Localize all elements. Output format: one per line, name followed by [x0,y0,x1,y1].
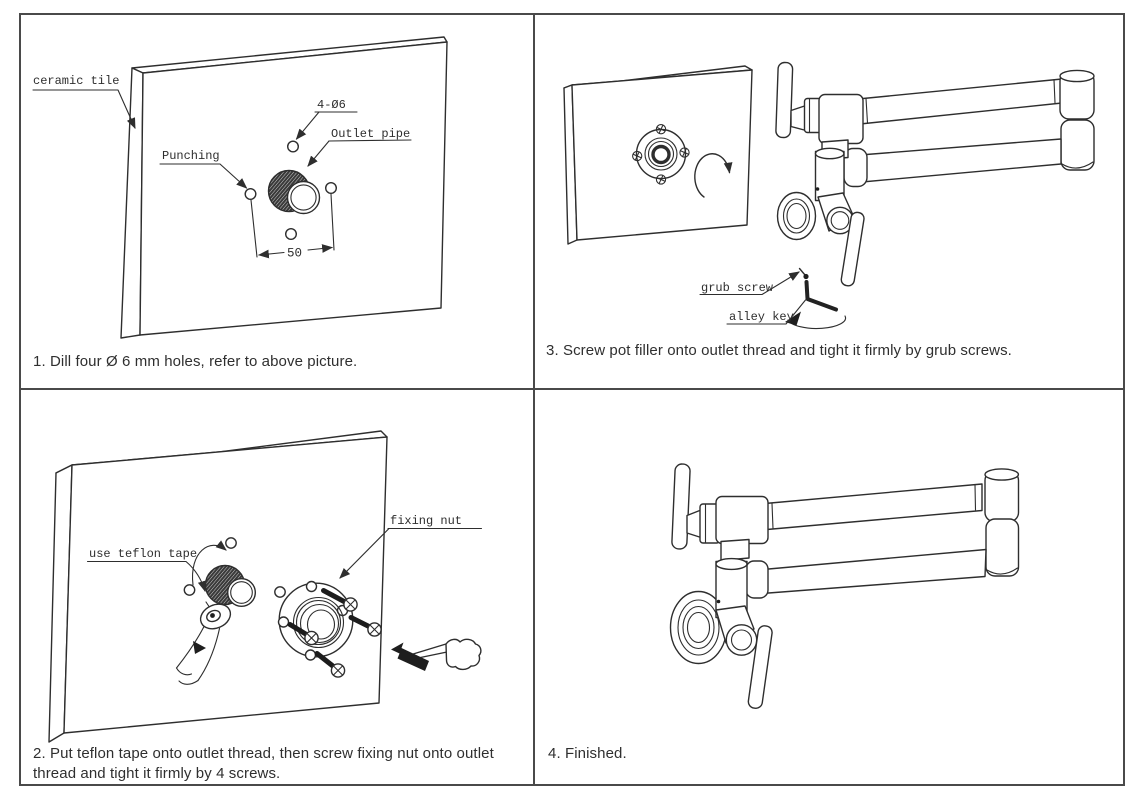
alley-key-label: alley key [729,310,794,324]
lever-handle [840,211,865,287]
drill-holes [244,140,338,240]
step2-caption: 2. Put teflon tape onto outlet thread, t… [33,745,494,782]
outlet-pipe [204,564,256,608]
step2-drawing: use teflon tape fixing nut [48,430,483,743]
push-arrow [391,642,429,671]
wrap-arrow [192,540,227,586]
outlet-pipe-label: Outlet pipe [331,127,410,141]
step3-caption: 3. Screw pot filler onto outlet thread a… [546,342,1012,359]
step1-drawing: 50 ceramic tile Punching 4-Ø6 Outlet pip… [32,36,448,339]
mounting-screws [287,588,382,678]
rotate-arrow [694,153,733,198]
pot-filler [775,61,1095,287]
step3-drawing: grub screw alley key [563,61,1095,330]
outer-frame: 50 ceramic tile Punching 4-Ø6 Outlet pip… [19,13,1125,786]
flange-screws [632,124,690,185]
hole-spec-label: 4-Ø6 [317,98,346,112]
step3-callouts: grub screw alley key [699,271,807,325]
drill-holes [183,537,286,598]
lever-handle-top [671,463,691,550]
step4-drawing [669,463,1020,709]
punching-label: Punching [162,149,220,163]
teflon-tape-roll [175,601,232,685]
fixing-nut-label: fixing nut [390,514,462,528]
outlet-flange [632,124,690,185]
horizontal-divider [21,388,1123,390]
pot-filler-installed [669,463,1020,709]
step1-caption: 1. Dill four Ø 6 mm holes, refer to abov… [33,353,358,370]
step4-caption: 4. Finished. [548,745,627,762]
use-teflon-tape-label: use teflon tape [89,547,197,561]
step2-callouts: use teflon tape fixing nut [86,514,483,593]
panel-step1: 50 ceramic tile Punching 4-Ø6 Outlet pip… [21,15,533,388]
panel-step4: 4. Finished. [535,390,1123,784]
lever-handle-bottom [747,625,773,709]
vertical-divider [533,15,535,784]
ceramic-tile-label: ceramic tile [33,74,119,88]
alley-key [785,280,847,330]
panel-step3: grub screw alley key 3. Screw pot filler… [535,15,1123,388]
panel-step2: use teflon tape fixing nut 2. Put teflon… [21,390,533,784]
grub-screw [798,267,809,280]
step1-callouts: ceramic tile Punching 4-Ø6 Outlet pipe [32,74,412,189]
dimension-50: 50 [250,193,335,261]
grub-screw-label: grub screw [701,281,774,295]
outlet-pipe [267,169,321,215]
screwdriver [391,638,482,671]
dimension-50-label: 50 [287,247,302,261]
